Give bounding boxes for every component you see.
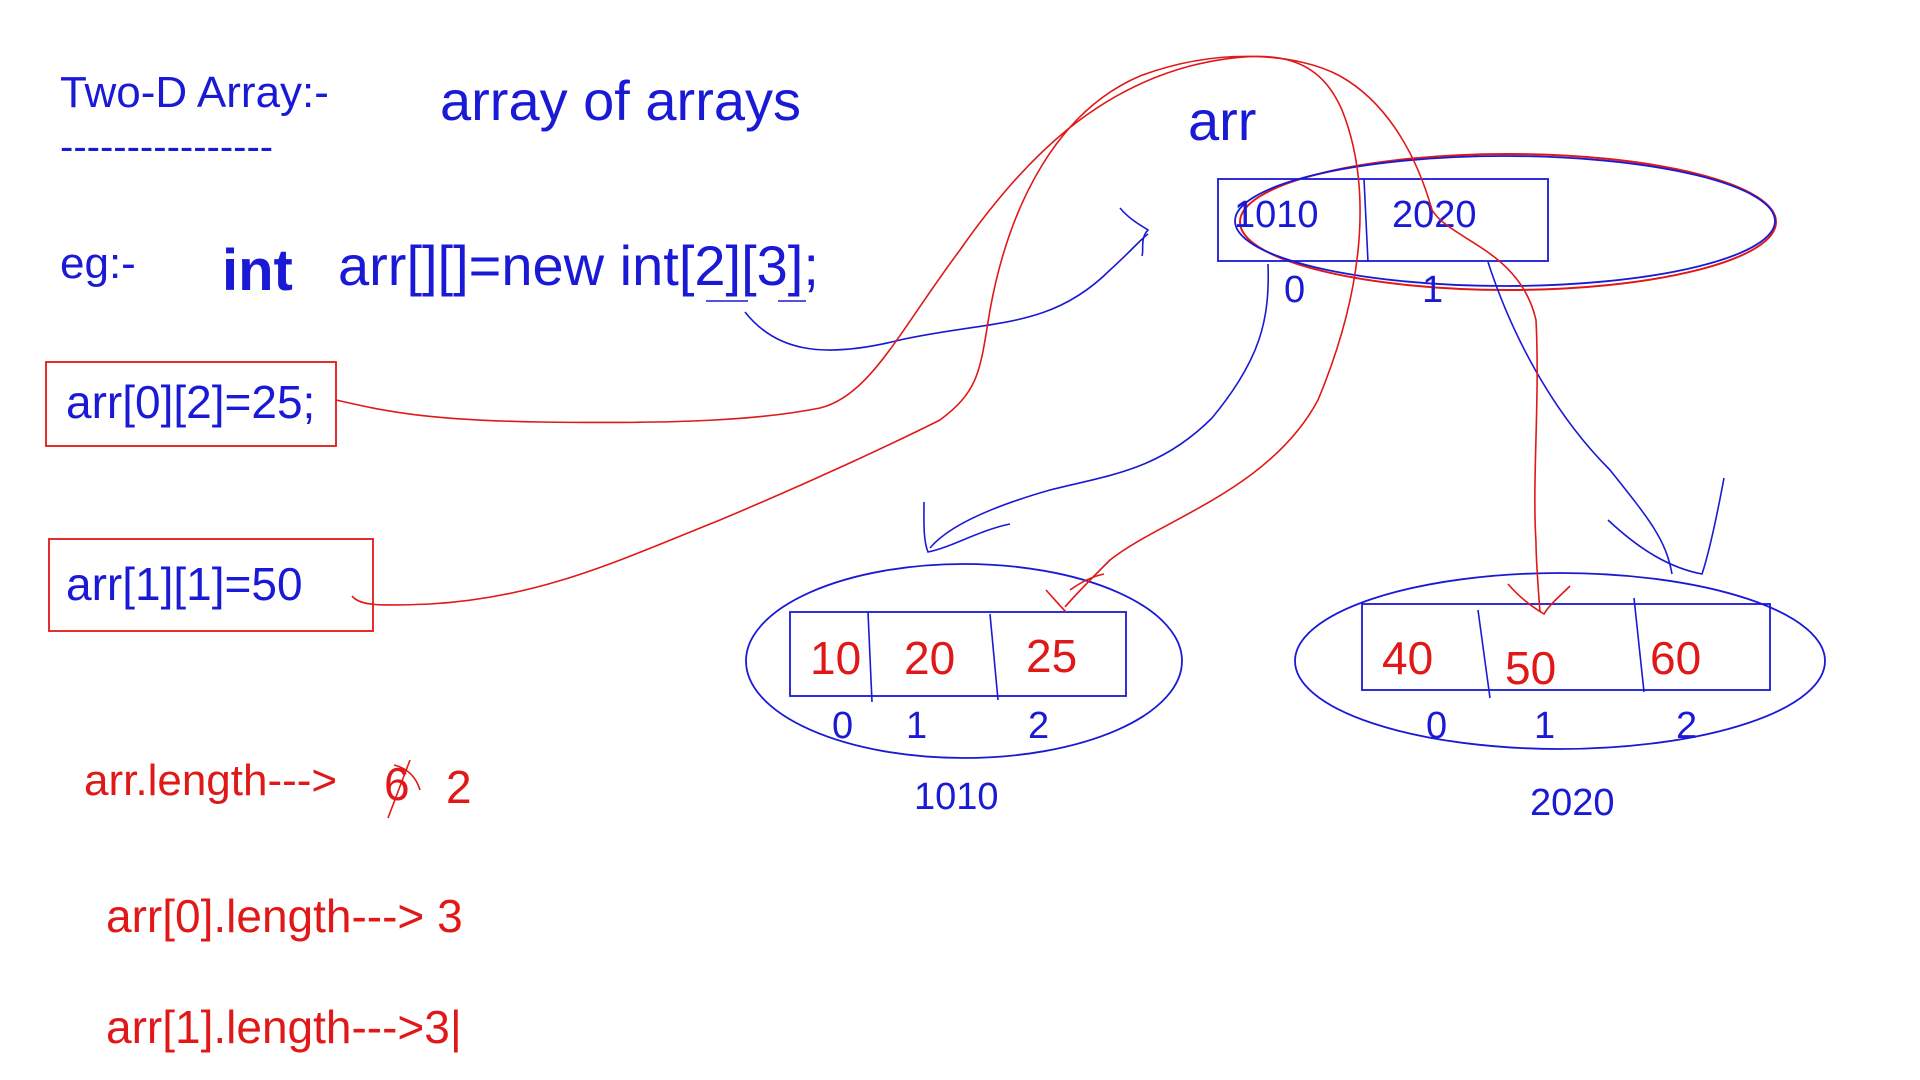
heading-subtitle: array of arrays (440, 69, 801, 132)
ref-array-box (1217, 178, 1549, 262)
example-code: arr[][]=new int[2][3]; (338, 234, 819, 297)
row0-address: 1010 (914, 776, 999, 818)
arrow-ref0-to-row0 (929, 263, 1270, 549)
example-type: int (222, 238, 293, 303)
arrow-head-assign1 (1507, 583, 1571, 616)
arrow-assign0 (335, 55, 1361, 608)
length-row0: arr[0].length---> 3 (106, 890, 463, 942)
ref-array-ellipse-blue (1234, 155, 1776, 287)
arrow-assign1 (351, 55, 1541, 613)
ref-array-ellipse-red (1239, 153, 1777, 291)
row0-ellipse (745, 563, 1183, 759)
length-outer-label: arr.length---> (84, 756, 337, 805)
length-outer-value: 2 (446, 761, 472, 813)
row1-ellipse (1294, 572, 1826, 750)
ref-index-0: 0 (1284, 269, 1305, 311)
ref-cell-0: 1010 (1234, 194, 1319, 236)
row1-index-1: 1 (1534, 705, 1555, 747)
length-outer-crossed: 6 (384, 758, 410, 810)
row1-divider-2 (1633, 597, 1645, 693)
length-row1: arr[1].length--->3| (106, 1001, 462, 1053)
assignment-box-0 (45, 361, 337, 447)
assignment-text-0: arr[0][2]=25; (66, 376, 315, 428)
row0-cell-0: 10 (810, 632, 861, 684)
ref-cell-1: 2020 (1392, 194, 1477, 236)
heading-underline: ---------------- (60, 125, 273, 169)
arrow-head-assign0 (1045, 573, 1105, 613)
row1-cell-1: 50 (1505, 642, 1556, 694)
row0-divider-1 (867, 611, 873, 703)
row0-index-0: 0 (832, 705, 853, 747)
row1-box (1361, 603, 1771, 691)
strikeout-mark (387, 759, 421, 819)
heading-title: Two-D Array:- (60, 68, 329, 117)
row1-address: 2020 (1530, 782, 1615, 824)
row1-divider-1 (1477, 609, 1491, 699)
arrow-head-ref0 (923, 501, 1011, 553)
assignment-box-1 (48, 538, 374, 632)
row1-index-2: 2 (1676, 705, 1697, 747)
arrow-ref1-to-row1 (1487, 261, 1673, 575)
row1-index-0: 0 (1426, 705, 1447, 747)
ref-index-1: 1 (1422, 269, 1443, 311)
ref-array-name: arr (1188, 89, 1256, 152)
row1-cell-2: 60 (1650, 632, 1701, 684)
row1-cell-0: 40 (1382, 632, 1433, 684)
row0-cell-1: 20 (904, 632, 955, 684)
example-label: eg:- (60, 239, 136, 288)
arrow-head-new-to-arr (1119, 207, 1150, 257)
row0-divider-2 (989, 613, 999, 701)
row0-index-2: 2 (1028, 705, 1049, 747)
arrow-new-to-arr (744, 233, 1149, 351)
ref-array-divider (1363, 178, 1369, 263)
arrow-head-ref1 (1607, 477, 1725, 575)
row0-cell-2: 25 (1026, 630, 1077, 682)
row0-box (789, 611, 1127, 697)
assignment-text-1: arr[1][1]=50 (66, 558, 303, 610)
row0-index-1: 1 (906, 705, 927, 747)
